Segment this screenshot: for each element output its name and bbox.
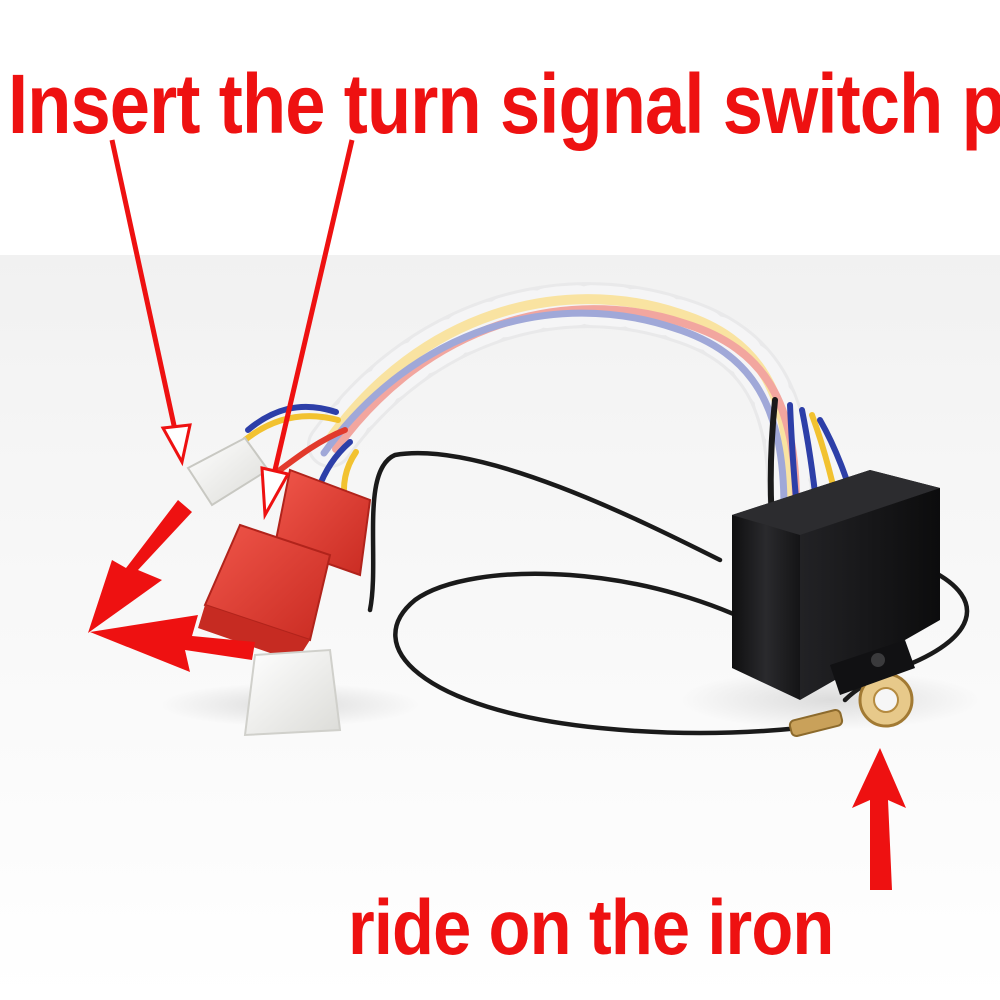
insert-arrows xyxy=(88,500,906,890)
arrow-left-down-icon xyxy=(88,500,192,633)
ground-wire xyxy=(367,451,970,736)
red-plug xyxy=(198,468,372,662)
arrow-left-icon xyxy=(90,615,255,672)
top-annotation-text: Insert the turn signal switch plug xyxy=(8,57,1000,151)
arrow-head-outline-icon xyxy=(260,466,291,521)
flasher-relay-housing xyxy=(732,470,940,700)
arrow-up-icon xyxy=(852,748,906,890)
arrow-to-red-plug xyxy=(272,139,355,471)
mounting-tab xyxy=(830,640,915,695)
annotation-arrows xyxy=(109,139,355,521)
wire-harness xyxy=(307,282,813,523)
arrow-head-outline-icon xyxy=(160,423,192,467)
arrow-to-white-plug xyxy=(109,139,178,431)
bottom-annotation-text: ride on the iron xyxy=(348,883,834,971)
white-plug xyxy=(186,436,270,507)
ring-terminal xyxy=(788,672,914,737)
large-white-plug xyxy=(243,648,342,737)
